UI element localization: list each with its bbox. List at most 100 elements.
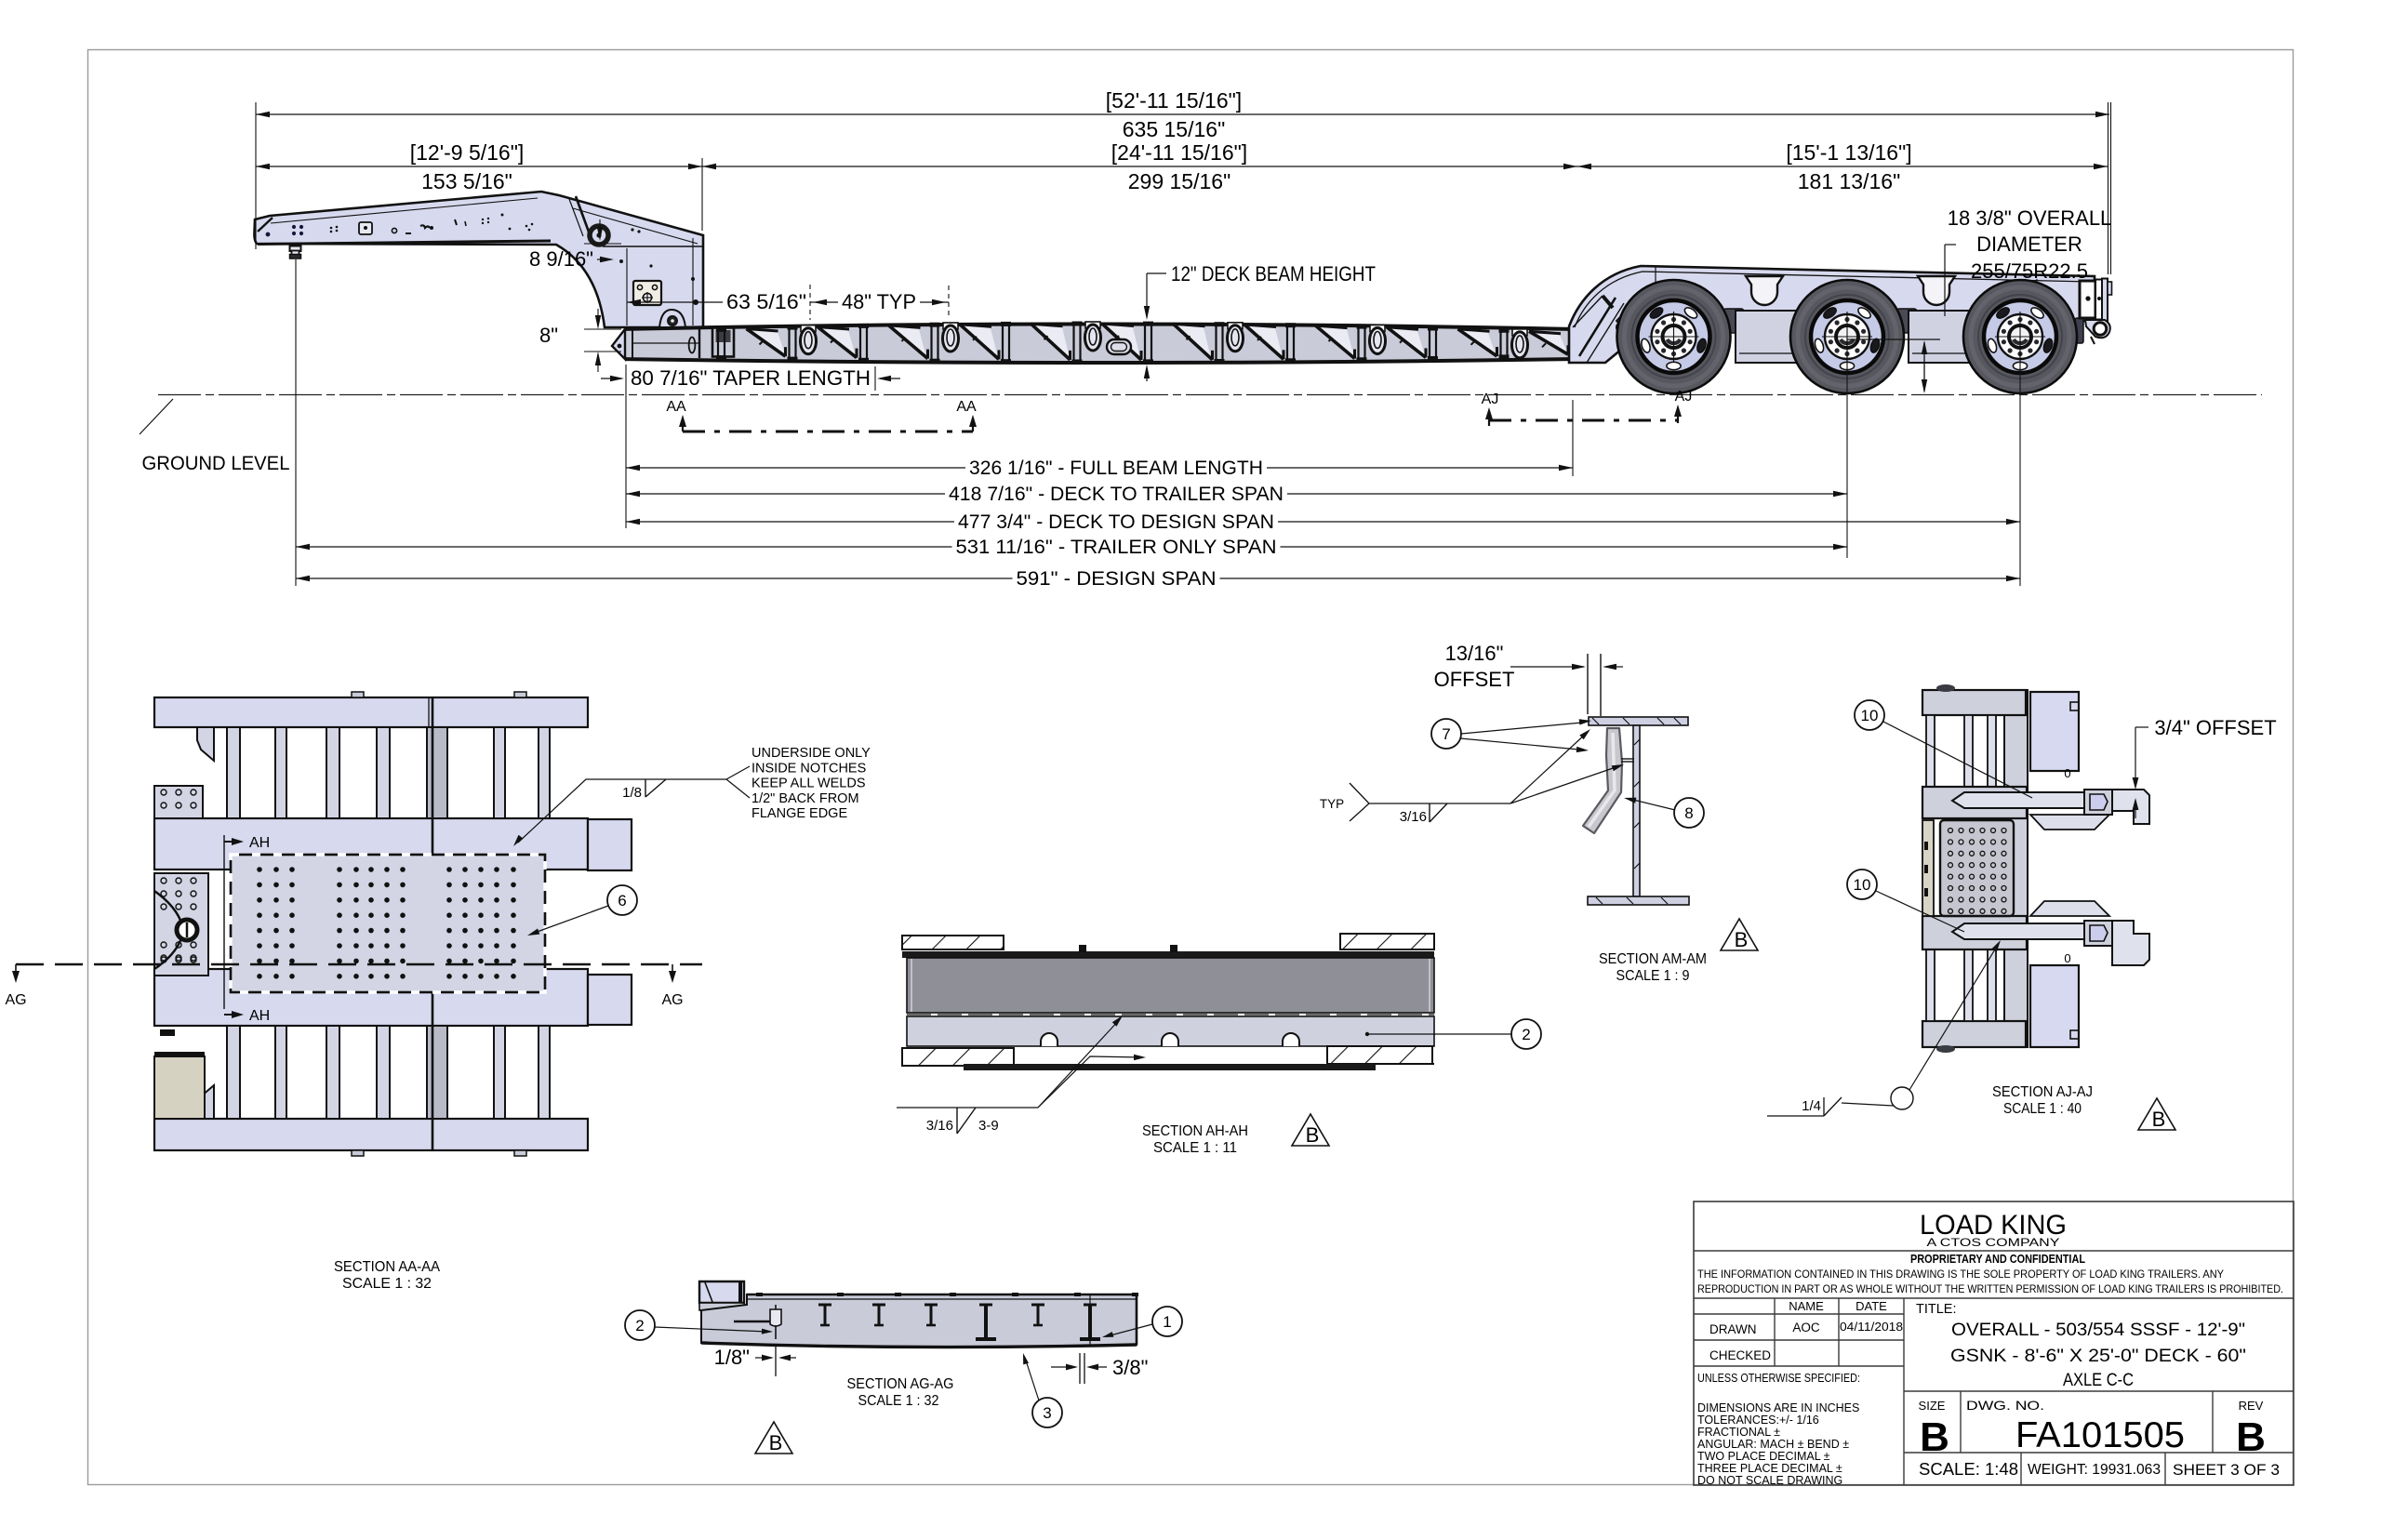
- svg-text:10: 10: [1854, 876, 1871, 894]
- svg-text:SCALE 1 : 32: SCALE 1 : 32: [858, 1393, 939, 1409]
- svg-text:12" DECK BEAM HEIGHT: 12" DECK BEAM HEIGHT: [1171, 262, 1376, 285]
- svg-text:FLANGE EDGE: FLANGE EDGE: [752, 806, 847, 821]
- svg-text:1/2" BACK FROM: 1/2" BACK FROM: [752, 791, 859, 806]
- svg-text:B: B: [1306, 1123, 1320, 1147]
- svg-text:DIMENSIONS ARE IN INCHES: DIMENSIONS ARE IN INCHES: [1697, 1401, 1859, 1414]
- svg-text:THREE PLACE DECIMAL ±: THREE PLACE DECIMAL ±: [1697, 1462, 1842, 1475]
- svg-text:SCALE 1 : 9: SCALE 1 : 9: [1616, 968, 1690, 984]
- svg-text:8 9/16": 8 9/16": [529, 247, 593, 271]
- svg-text:6: 6: [618, 892, 626, 909]
- svg-text:418 7/16" - DECK TO TRAILER SP: 418 7/16" - DECK TO TRAILER SPAN: [949, 484, 1284, 505]
- svg-text:299 15/16": 299 15/16": [1128, 169, 1231, 193]
- svg-text:DO NOT SCALE DRAWING: DO NOT SCALE DRAWING: [1697, 1474, 1842, 1487]
- svg-text:SIZE: SIZE: [1919, 1399, 1946, 1413]
- svg-text:TOLERANCES:+/- 1/16: TOLERANCES:+/- 1/16: [1697, 1414, 1819, 1427]
- svg-text:0: 0: [2064, 951, 2070, 965]
- svg-text:ANGULAR: MACH ± BEND ±: ANGULAR: MACH ± BEND ±: [1697, 1438, 1849, 1451]
- svg-text:DRAWN: DRAWN: [1709, 1322, 1757, 1336]
- svg-text:B: B: [1735, 928, 1749, 951]
- svg-text:2: 2: [1522, 1026, 1530, 1043]
- svg-text:1/4: 1/4: [1802, 1098, 1821, 1114]
- svg-text:AOC: AOC: [1792, 1321, 1820, 1334]
- svg-text:SECTION AJ-AJ: SECTION AJ-AJ: [1992, 1084, 2093, 1100]
- svg-text:TWO PLACE DECIMAL ±: TWO PLACE DECIMAL ±: [1697, 1450, 1830, 1463]
- svg-text:DATE: DATE: [1856, 1299, 1887, 1313]
- svg-text:531 11/16" - TRAILER ONLY SPAN: 531 11/16" - TRAILER ONLY SPAN: [956, 537, 1277, 558]
- svg-text:AG: AG: [661, 992, 683, 1008]
- svg-text:OVERALL - 503/554 SSSF - 12'-9: OVERALL - 503/554 SSSF - 12'-9": [1951, 1321, 2245, 1340]
- svg-text:[15'-1 13/16"]: [15'-1 13/16"]: [1786, 140, 1911, 165]
- svg-text:635 15/16": 635 15/16": [1123, 117, 1226, 141]
- svg-text:REV: REV: [2239, 1399, 2264, 1413]
- svg-text:3: 3: [1043, 1404, 1051, 1422]
- svg-text:3-9: 3-9: [978, 1118, 999, 1134]
- svg-text:TITLE:: TITLE:: [1916, 1302, 1957, 1317]
- svg-text:80 7/16" TAPER LENGTH: 80 7/16" TAPER LENGTH: [631, 366, 871, 390]
- svg-text:FRACTIONAL ±: FRACTIONAL ±: [1697, 1426, 1780, 1439]
- svg-text:1: 1: [1163, 1313, 1171, 1331]
- svg-text:AJ: AJ: [1675, 389, 1693, 405]
- svg-text:48" TYP: 48" TYP: [842, 290, 916, 313]
- svg-text:10: 10: [1861, 707, 1879, 724]
- svg-text:SECTION AA-AA: SECTION AA-AA: [334, 1259, 440, 1275]
- svg-text:GSNK - 8'-6" X 25'-0" DECK - 6: GSNK - 8'-6" X 25'-0" DECK - 60": [1950, 1347, 2246, 1366]
- svg-text:OFFSET: OFFSET: [1434, 668, 1515, 691]
- svg-text:PROPRIETARY AND CONFIDENTIAL: PROPRIETARY AND CONFIDENTIAL: [1910, 1253, 2085, 1266]
- svg-text:SCALE: 1:48: SCALE: 1:48: [1919, 1460, 2018, 1479]
- svg-text:TYP: TYP: [1320, 797, 1344, 811]
- svg-text:3/16: 3/16: [1400, 809, 1427, 825]
- svg-text:153 5/16": 153 5/16": [421, 169, 512, 193]
- svg-text:SCALE 1 : 32: SCALE 1 : 32: [342, 1276, 432, 1292]
- svg-text:THE INFORMATION CONTAINED IN T: THE INFORMATION CONTAINED IN THIS DRAWIN…: [1697, 1268, 2224, 1281]
- svg-text:3/4" OFFSET: 3/4" OFFSET: [2154, 716, 2276, 739]
- svg-text:NAME: NAME: [1789, 1299, 1824, 1313]
- svg-text:3/16: 3/16: [926, 1118, 953, 1134]
- svg-text:A CTOS COMPANY: A CTOS COMPANY: [1927, 1238, 2060, 1249]
- svg-text:SECTION AM-AM: SECTION AM-AM: [1599, 951, 1707, 967]
- svg-text:SECTION AG-AG: SECTION AG-AG: [847, 1376, 954, 1392]
- svg-text:[12'-9 5/16"]: [12'-9 5/16"]: [410, 140, 525, 165]
- svg-text:FA101505: FA101505: [2015, 1415, 2185, 1455]
- svg-text:[52'-11 15/16"]: [52'-11 15/16"]: [1106, 88, 1242, 113]
- svg-text:REPRODUCTION IN PART OR AS WHO: REPRODUCTION IN PART OR AS WHOLE WITHOUT…: [1697, 1282, 2283, 1295]
- svg-text:0: 0: [2064, 766, 2070, 780]
- svg-text:WEIGHT: 19931.063: WEIGHT: 19931.063: [2028, 1462, 2161, 1478]
- svg-text:181 13/16": 181 13/16": [1798, 169, 1901, 193]
- svg-text:SCALE 1 : 40: SCALE 1 : 40: [2003, 1101, 2082, 1117]
- svg-text:13/16": 13/16": [1445, 642, 1504, 665]
- svg-text:AH: AH: [249, 835, 270, 851]
- svg-text:AH: AH: [249, 1008, 270, 1024]
- svg-text:477 3/4" - DECK TO DESIGN SPAN: 477 3/4" - DECK TO DESIGN SPAN: [958, 511, 1274, 533]
- svg-text:18 3/8" OVERALL: 18 3/8" OVERALL: [1948, 206, 2112, 230]
- svg-text:7: 7: [1442, 725, 1450, 743]
- svg-text:DIAMETER: DIAMETER: [1976, 232, 2082, 256]
- svg-text:SCALE 1 : 11: SCALE 1 : 11: [1153, 1140, 1237, 1156]
- svg-text:B: B: [769, 1431, 783, 1454]
- svg-text:2: 2: [635, 1317, 644, 1334]
- svg-text:LOAD KING: LOAD KING: [1920, 1210, 2067, 1241]
- svg-text:255/75R22.5: 255/75R22.5: [1971, 259, 2088, 283]
- svg-text:1/8: 1/8: [622, 785, 642, 801]
- svg-text:8": 8": [539, 324, 558, 347]
- svg-text:GROUND LEVEL: GROUND LEVEL: [142, 453, 290, 474]
- svg-text:04/11/2018: 04/11/2018: [1840, 1321, 1903, 1334]
- svg-text:UNDERSIDE ONLY: UNDERSIDE ONLY: [752, 746, 871, 761]
- svg-text:B: B: [2152, 1108, 2166, 1131]
- svg-text:AA: AA: [956, 399, 977, 415]
- svg-text:KEEP ALL WELDS: KEEP ALL WELDS: [752, 777, 866, 791]
- svg-text:8: 8: [1684, 804, 1693, 822]
- svg-text:63 5/16": 63 5/16": [726, 290, 806, 313]
- svg-text:DWG. NO.: DWG. NO.: [1966, 1398, 2044, 1413]
- svg-text:3/8": 3/8": [1112, 1356, 1148, 1379]
- svg-text:AG: AG: [5, 992, 26, 1008]
- svg-text:INSIDE NOTCHES: INSIDE NOTCHES: [752, 761, 866, 776]
- svg-text:1/8": 1/8": [714, 1346, 750, 1369]
- svg-text:[24'-11 15/16"]: [24'-11 15/16"]: [1111, 140, 1247, 165]
- svg-text:CHECKED: CHECKED: [1709, 1348, 1771, 1362]
- svg-text:326 1/16" - FULL BEAM LENGTH: 326 1/16" - FULL BEAM LENGTH: [969, 458, 1263, 479]
- svg-text:AJ: AJ: [1482, 392, 1499, 407]
- svg-text:SHEET 3 OF 3: SHEET 3 OF 3: [2173, 1461, 2280, 1479]
- svg-text:AXLE C-C: AXLE C-C: [2063, 1371, 2134, 1390]
- svg-text:AA: AA: [666, 399, 686, 415]
- svg-text:SECTION AH-AH: SECTION AH-AH: [1142, 1123, 1248, 1139]
